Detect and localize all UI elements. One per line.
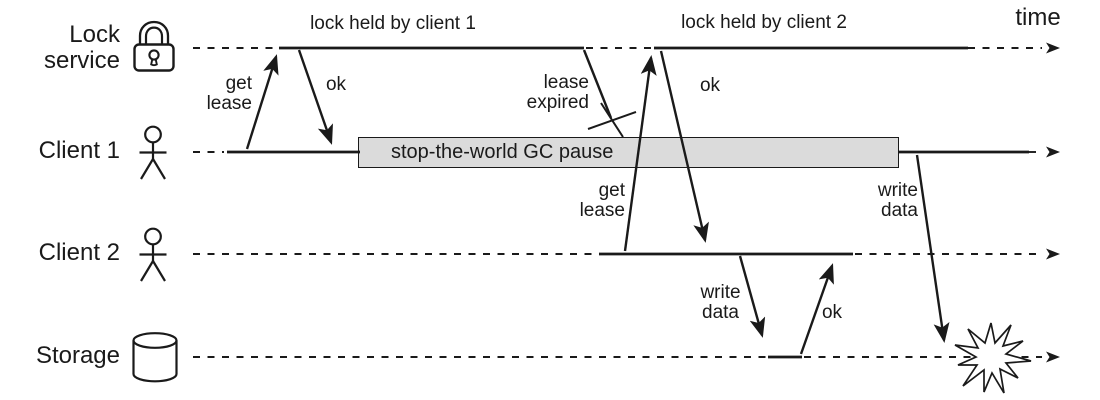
storage-ok-label: ok	[821, 302, 843, 323]
lease-expired-label: lease expired	[526, 72, 589, 113]
arrow-client1-ok	[297, 49, 333, 145]
timeline-arrowheads	[1046, 42, 1060, 363]
timeline-dashes	[193, 47, 1042, 358]
crash-explosion-icon	[954, 322, 1032, 394]
client1-ok-label: ok	[325, 74, 347, 95]
person-icon	[136, 225, 170, 285]
client1-get-lease-label: get lease	[206, 73, 252, 114]
arrow-client2-ok	[659, 50, 709, 243]
arrow-client1-get-lease	[245, 54, 279, 150]
database-icon	[131, 330, 179, 383]
arrow-storage-ok	[799, 263, 834, 355]
lock-held-by-client-2-label: lock held by client 2	[681, 12, 847, 33]
lease-expired-cross-icon	[582, 49, 637, 138]
gc-pause-label: stop-the-world GC pause	[391, 141, 614, 163]
padlock-icon	[131, 19, 177, 74]
time-axis-label: time	[1015, 4, 1061, 31]
arrow-client1-write-data	[915, 154, 950, 343]
lane-label-lock-service: Lock service	[43, 21, 120, 74]
lane-label-client-2: Client 2	[38, 239, 120, 266]
arrow-client2-write-data	[738, 255, 766, 338]
person-icon	[136, 123, 170, 183]
message-arrows	[245, 49, 950, 355]
lane-label-storage: Storage	[35, 342, 120, 369]
client2-get-lease-label: get lease	[579, 180, 625, 221]
activity-segments	[227, 46, 1029, 359]
lock-held-by-client-1-label: lock held by client 1	[310, 13, 476, 34]
client2-ok-label: ok	[699, 75, 721, 96]
gc-pause-box: stop-the-world GC pause	[358, 137, 899, 168]
lane-label-client-1: Client 1	[38, 137, 120, 164]
client1-write-data-label: write data	[877, 180, 918, 221]
arrow-client2-get-lease	[623, 55, 657, 252]
client2-write-data-label: write data	[700, 282, 741, 323]
